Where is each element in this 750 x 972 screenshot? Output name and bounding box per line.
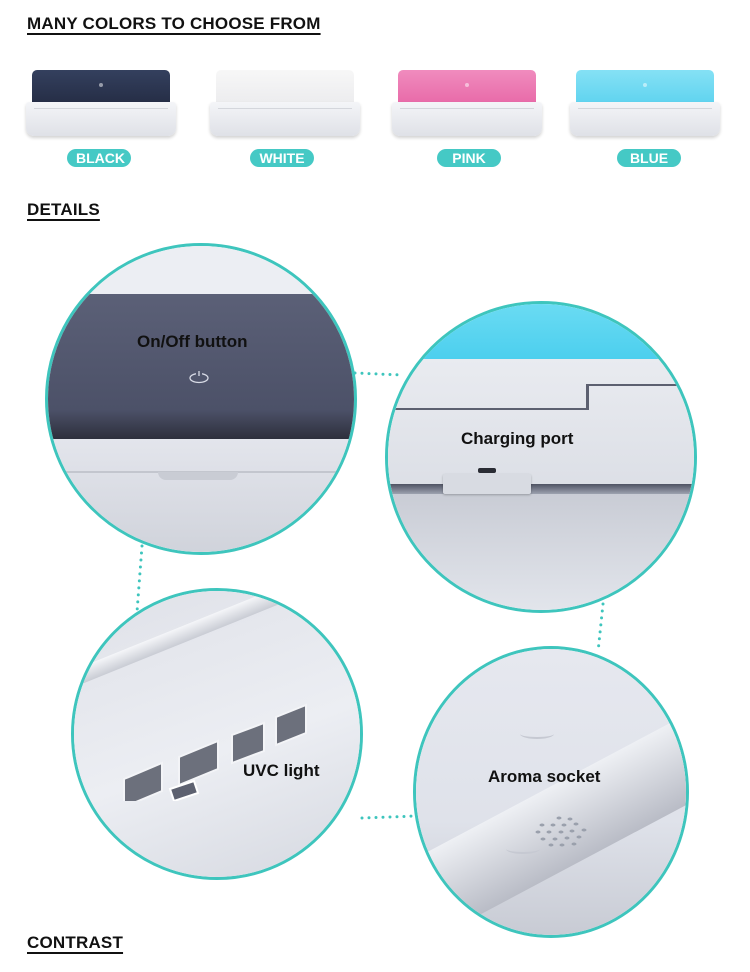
uvc-slots (123, 703, 307, 801)
power-led-icon (643, 83, 647, 87)
port-cover (443, 474, 531, 494)
lid-pink (398, 70, 536, 104)
product-white (210, 70, 360, 138)
aroma-holes (535, 816, 587, 847)
color-badge-white[interactable]: WHITE (250, 149, 314, 167)
color-badge-black[interactable]: BLACK (67, 149, 131, 167)
usb-port-icon (478, 468, 496, 473)
product-base (210, 102, 360, 136)
detail-circle-charging: Charging port (385, 301, 697, 613)
power-led-icon (99, 83, 103, 87)
colors-heading: MANY COLORS TO CHOOSE FROM (27, 14, 321, 33)
detail-circle-aroma: Aroma socket (413, 646, 689, 938)
product-base (26, 102, 176, 136)
product-blue (570, 70, 720, 138)
color-badge-blue[interactable]: BLUE (617, 149, 681, 167)
color-badge-pink[interactable]: PINK (437, 149, 501, 167)
product-pink (392, 70, 542, 138)
dark-lid-surface (48, 294, 354, 439)
power-led-icon (465, 83, 469, 87)
detail-label-aroma: Aroma socket (488, 767, 601, 786)
power-icon (189, 370, 209, 384)
product-base (570, 102, 720, 136)
lid-blue (576, 70, 714, 104)
details-heading: DETAILS (27, 200, 100, 219)
detail-label-onoff: On/Off button (137, 332, 248, 351)
detail-label-charging: Charging port (461, 429, 574, 448)
detail-circle-onoff: On/Off button (45, 243, 357, 555)
detail-label-uvc: UVC light (243, 761, 320, 780)
contrast-heading: CONTRAST (27, 933, 124, 952)
detail-circle-uvc: UVC light (71, 588, 363, 880)
lid-white (216, 70, 354, 104)
blue-lid-surface (388, 304, 694, 359)
product-base (392, 102, 542, 136)
product-black (26, 70, 176, 138)
lid-black (32, 70, 170, 104)
